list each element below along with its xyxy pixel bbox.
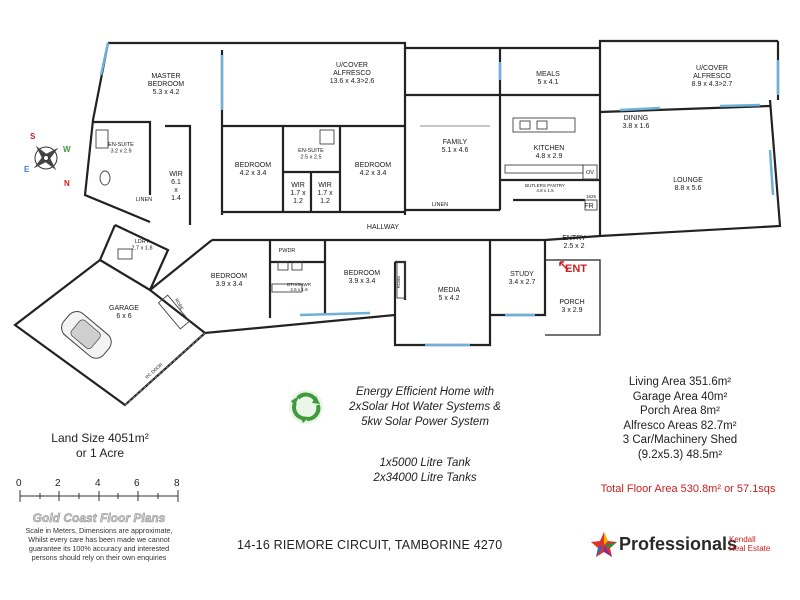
- energy-features: Energy Efficient Home with 2xSolar Hot W…: [330, 385, 520, 430]
- compass-e: E: [24, 165, 30, 174]
- scale-tick-4: 4: [95, 478, 101, 489]
- area-summary: Living Area 351.6m² Garage Area 40m² Por…: [600, 375, 760, 462]
- feature-line-5: 2x34000 Litre Tanks: [373, 472, 477, 484]
- robe-1-label: ROBE: [174, 297, 185, 311]
- shed-line-2: (9.2x5.3) 48.5m²: [637, 448, 723, 461]
- feature-line-1: Energy Efficient Home with: [355, 386, 495, 398]
- linen-2-label: LINEN: [432, 202, 448, 208]
- fixtures: [61, 117, 598, 406]
- disclaimer-line-4: persons should rely on their own enquiri…: [31, 553, 167, 562]
- compass-n: N: [64, 179, 70, 188]
- professionals-star-icon: [591, 532, 617, 557]
- pwdr-label: PWDR: [279, 248, 296, 254]
- land-size: Land Size 4051m² or 1 Acre: [30, 431, 170, 461]
- car-icon: [61, 311, 112, 359]
- pantry-mark-label: 1625: [586, 194, 597, 199]
- fridge-label: FR: [584, 203, 593, 210]
- porch-area: Porch Area 8m²: [640, 405, 720, 417]
- disclaimer-line-2: Whilst every care has been made we canno…: [28, 535, 170, 544]
- scale-tick-8: 8: [174, 478, 180, 489]
- compass-icon: S W E N: [24, 132, 71, 188]
- entrance-label: ENT: [565, 263, 587, 275]
- disclaimer-line-3: guarantee its 100% accuracy and interest…: [28, 544, 170, 553]
- scale-tick-0: 0: [16, 478, 22, 489]
- gold-coast-floor-plans-watermark: Gold Coast Floor Plans: [33, 511, 166, 525]
- scale-bar: [19, 490, 179, 502]
- walls: [13, 39, 782, 407]
- disclaimer-line-1: Scale in Meters, Dimensions are approxim…: [25, 526, 173, 535]
- disclaimer: Scale in Meters, Dimensions are approxim…: [8, 526, 190, 562]
- linen-1-label: LINEN: [136, 197, 152, 203]
- agency-line-2: Real Estate: [729, 544, 771, 553]
- recycle-solar-icon: [289, 390, 323, 424]
- total-floor-area: Total Floor Area 530.8m² or 57.1sqs: [600, 483, 776, 495]
- feature-line-3: 5kw Solar Power System: [361, 416, 489, 428]
- robe-2-label: ROBE: [396, 276, 401, 289]
- agency-name: Kendall Real Estate: [729, 535, 770, 553]
- garage-area: Garage Area 40m²: [632, 390, 728, 403]
- windows: [99, 42, 780, 347]
- property-address: 14-16 RIEMORE CIRCUIT, TAMBORINE 4270: [237, 538, 503, 552]
- living-area: Living Area 351.6m²: [628, 376, 732, 388]
- shed-line-1: 3 Car/Machinery Shed: [622, 434, 738, 446]
- entrance-arrow-icon: [559, 261, 569, 271]
- land-size-line-2: or 1 Acre: [75, 446, 125, 460]
- hallway-label: HALLWAY: [367, 224, 399, 231]
- compass-s: S: [30, 132, 36, 141]
- tank-features: 1x5000 Litre Tank 2x34000 Litre Tanks: [350, 456, 500, 486]
- agency-line-1: Kendall: [729, 535, 756, 544]
- brand-name: Professionals: [619, 534, 738, 554]
- feature-line-2: 2xSolar Hot Water Systems &: [349, 401, 501, 413]
- scale-tick-2: 2: [55, 478, 61, 489]
- alfresco-area: Alfresco Areas 82.7m²: [623, 419, 737, 432]
- feature-line-4: 1x5000 Litre Tank: [379, 457, 471, 469]
- oven-label: OV: [586, 170, 594, 176]
- scale-tick-6: 6: [134, 478, 140, 489]
- compass-w: W: [63, 145, 71, 154]
- land-size-line-1: Land Size 4051m²: [51, 431, 149, 445]
- rc-door-label: RC DOOR: [144, 361, 164, 379]
